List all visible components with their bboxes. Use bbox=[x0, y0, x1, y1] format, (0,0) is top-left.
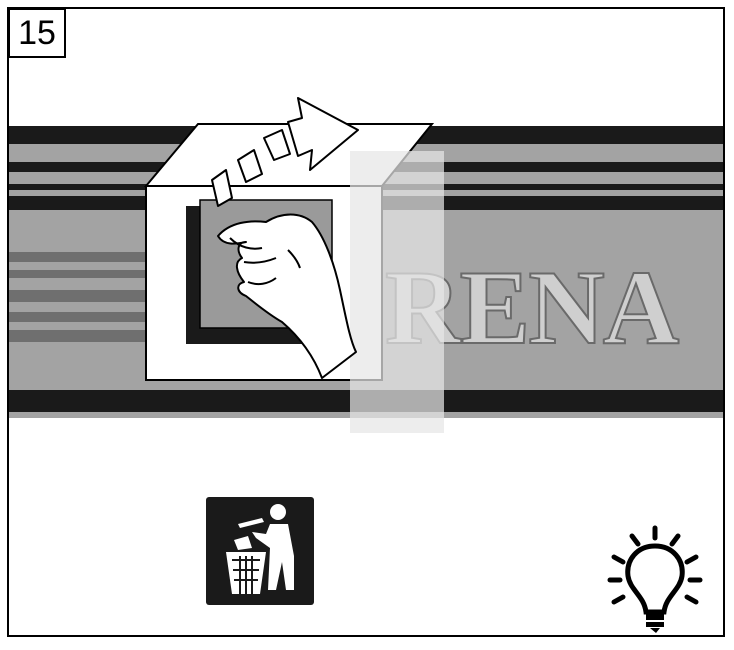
step-number-box: 15 bbox=[8, 8, 66, 58]
dispose-in-bin-icon bbox=[206, 497, 314, 605]
peel-film-arrow-icon bbox=[211, 97, 359, 207]
hand-icon bbox=[217, 213, 357, 379]
step-number: 15 bbox=[18, 13, 56, 52]
lightbulb-tip-icon bbox=[607, 525, 703, 633]
protective-film-strip bbox=[350, 151, 444, 433]
